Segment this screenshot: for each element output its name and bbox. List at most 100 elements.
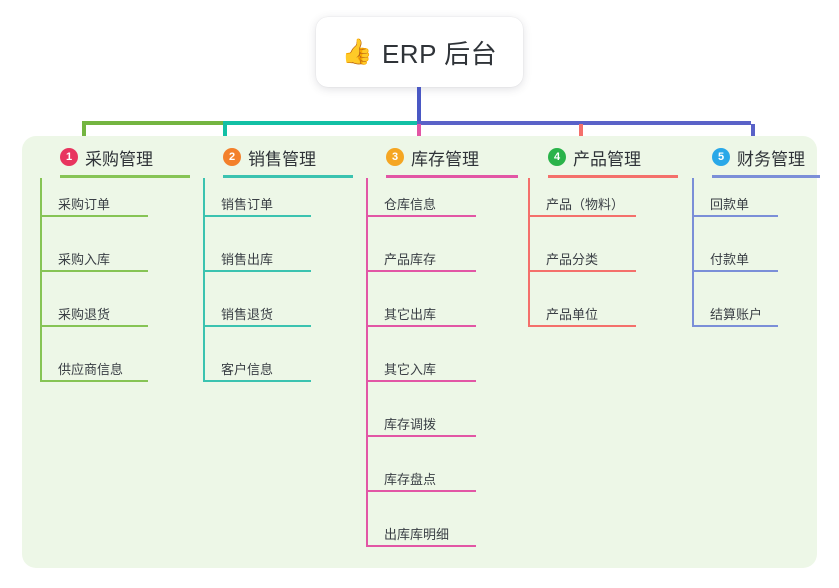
- leaf-node-label: 销售退货: [221, 307, 274, 322]
- leaf-node[interactable]: 其它入库: [366, 346, 476, 382]
- branch-header-3[interactable]: 3 库存管理: [366, 136, 518, 178]
- leaf-node-underline: [366, 545, 476, 547]
- leaf-node[interactable]: 结算账户: [692, 291, 778, 327]
- leaf-node-label: 付款单: [710, 252, 750, 267]
- leaf-node-underline: [40, 380, 148, 382]
- branch-spine: [203, 178, 205, 382]
- leaf-node[interactable]: 采购订单: [40, 181, 148, 217]
- branch-column-2: 2 销售管理销售订单销售出库销售退货客户信息: [203, 136, 353, 382]
- leaf-node[interactable]: 销售退货: [203, 291, 311, 327]
- branch-title: 销售管理: [248, 149, 316, 169]
- leaf-node-label: 供应商信息: [58, 362, 124, 377]
- branch-spine: [40, 178, 42, 382]
- leaf-node-label: 其它出库: [384, 307, 437, 322]
- leaf-node-underline: [528, 270, 636, 272]
- leaf-node[interactable]: 供应商信息: [40, 346, 148, 382]
- branch-title: 财务管理: [737, 149, 805, 169]
- branch-column-5: 5 财务管理回款单付款单结算账户: [692, 136, 820, 327]
- branch-number-badge: 1: [60, 148, 78, 166]
- root-node[interactable]: 👍 ERP 后台: [316, 17, 523, 87]
- leaf-node-underline: [366, 325, 476, 327]
- leaf-node-underline: [203, 325, 311, 327]
- leaf-node-underline: [203, 380, 311, 382]
- leaf-node-underline: [40, 270, 148, 272]
- leaf-node-label: 销售订单: [221, 197, 274, 212]
- leaf-node-label: 库存调拨: [384, 417, 437, 432]
- branch-header-5[interactable]: 5 财务管理: [692, 136, 820, 178]
- leaf-node-label: 回款单: [710, 197, 750, 212]
- branch-header-1[interactable]: 1 采购管理: [40, 136, 190, 178]
- leaf-node-label: 结算账户: [710, 307, 763, 322]
- branch-number-badge: 5: [712, 148, 730, 166]
- branch-spine: [692, 178, 694, 327]
- leaf-node-underline: [692, 325, 778, 327]
- leaf-node-label: 产品库存: [384, 252, 437, 267]
- leaf-node-label: 库存盘点: [384, 472, 437, 487]
- branch-number-badge: 4: [548, 148, 566, 166]
- branch-header-underline: [386, 175, 518, 178]
- branch-title: 采购管理: [85, 149, 153, 169]
- thumbs-up-icon: 👍: [341, 37, 373, 66]
- branch-header-2[interactable]: 2 销售管理: [203, 136, 353, 178]
- leaf-node[interactable]: 销售订单: [203, 181, 311, 217]
- leaf-node-label: 采购入库: [58, 252, 111, 267]
- leaf-node[interactable]: 产品库存: [366, 236, 476, 272]
- leaf-node-label: 客户信息: [221, 362, 274, 377]
- root-trunk-connector: [417, 87, 421, 124]
- leaf-node-underline: [203, 270, 311, 272]
- leaf-node-underline: [203, 215, 311, 217]
- connector-bar-segment-2: [223, 121, 419, 125]
- leaf-node-label: 采购订单: [58, 197, 111, 212]
- leaf-node[interactable]: 采购入库: [40, 236, 148, 272]
- branches-panel: 1 采购管理采购订单采购入库采购退货供应商信息 2 销售管理销售订单销售出库销售退货客…: [22, 136, 820, 568]
- branch-spine: [366, 178, 368, 547]
- leaf-node[interactable]: 产品（物料）: [528, 181, 636, 217]
- leaf-node-label: 销售出库: [221, 252, 274, 267]
- leaf-node-label: 产品（物料）: [546, 197, 625, 212]
- leaf-node[interactable]: 库存盘点: [366, 456, 476, 492]
- leaf-node[interactable]: 产品单位: [528, 291, 636, 327]
- branch-header-underline: [548, 175, 678, 178]
- branch-title: 产品管理: [573, 149, 641, 169]
- leaf-node[interactable]: 产品分类: [528, 236, 636, 272]
- branch-header-underline: [712, 175, 820, 178]
- leaf-node-label: 其它入库: [384, 362, 437, 377]
- leaf-node-underline: [40, 325, 148, 327]
- leaf-node[interactable]: 回款单: [692, 181, 778, 217]
- branch-column-3: 3 库存管理仓库信息产品库存其它出库其它入库库存调拨库存盘点出库库明细: [366, 136, 518, 547]
- leaf-node-underline: [366, 270, 476, 272]
- branch-header-underline: [60, 175, 190, 178]
- leaf-node[interactable]: 其它出库: [366, 291, 476, 327]
- leaf-node-label: 仓库信息: [384, 197, 437, 212]
- leaf-node[interactable]: 客户信息: [203, 346, 311, 382]
- connector-bar-segment-3: [417, 121, 751, 125]
- leaf-node-underline: [692, 270, 778, 272]
- leaf-node[interactable]: 出库库明细: [366, 511, 476, 547]
- root-node-title: ERP 后台: [381, 38, 498, 69]
- leaf-node-label: 采购退货: [58, 307, 111, 322]
- leaf-node-label: 产品单位: [546, 307, 599, 322]
- connector-bar-segment-1: [82, 121, 223, 125]
- leaf-node[interactable]: 销售出库: [203, 236, 311, 272]
- leaf-node-underline: [528, 325, 636, 327]
- branch-header-underline: [223, 175, 353, 178]
- leaf-node[interactable]: 采购退货: [40, 291, 148, 327]
- branch-column-4: 4 产品管理产品（物料） 产品分类产品单位: [528, 136, 678, 327]
- branch-spine: [528, 178, 530, 327]
- leaf-node-label: 产品分类: [546, 252, 599, 267]
- branch-number-badge: 2: [223, 148, 241, 166]
- branch-header-4[interactable]: 4 产品管理: [528, 136, 678, 178]
- leaf-node[interactable]: 付款单: [692, 236, 778, 272]
- branch-column-1: 1 采购管理采购订单采购入库采购退货供应商信息: [40, 136, 190, 382]
- leaf-node-underline: [366, 215, 476, 217]
- leaf-node-underline: [366, 380, 476, 382]
- leaf-node-underline: [40, 215, 148, 217]
- leaf-node-underline: [366, 435, 476, 437]
- leaf-node-underline: [692, 215, 778, 217]
- branch-title: 库存管理: [411, 149, 479, 169]
- leaf-node[interactable]: 仓库信息: [366, 181, 476, 217]
- leaf-node[interactable]: 库存调拨: [366, 401, 476, 437]
- leaf-node-underline: [366, 490, 476, 492]
- branch-number-badge: 3: [386, 148, 404, 166]
